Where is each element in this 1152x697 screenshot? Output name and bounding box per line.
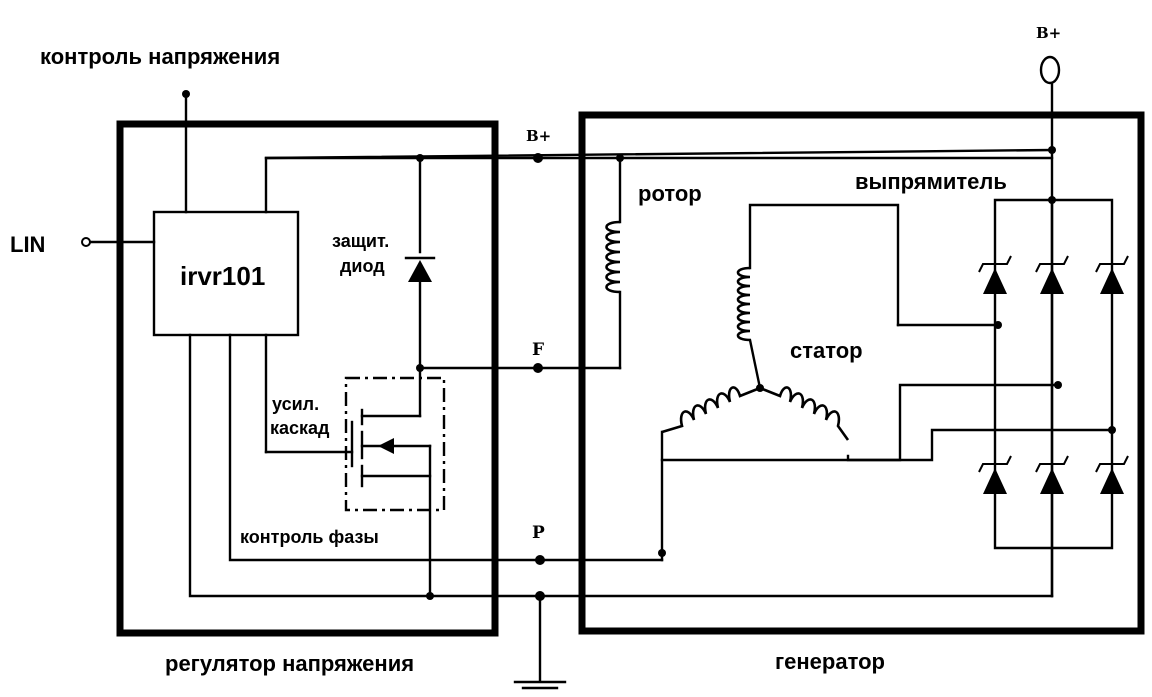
terminal-bplus-dot — [533, 153, 543, 163]
junction-dot — [658, 549, 666, 557]
generator-label: генератор — [775, 649, 885, 674]
rectifier-diode — [1035, 255, 1069, 294]
rectifier-diode — [1095, 255, 1129, 294]
junction-dot — [616, 154, 624, 162]
phase-control-label: контроль фазы — [240, 527, 379, 547]
rectifier-bridge — [993, 196, 1116, 550]
rectifier-diode — [978, 255, 1012, 294]
generator-box — [578, 111, 1145, 635]
protect-diode-label-1: защит. — [332, 231, 389, 251]
amp-stage-label-1: усил. — [272, 394, 319, 414]
rotor-label: ротор — [638, 181, 702, 206]
protective-diode — [404, 156, 436, 370]
protect-diode-label-2: диод — [340, 256, 385, 276]
phase-control-wire — [228, 333, 542, 562]
voltage-control-wire — [182, 90, 190, 214]
rectifier-diode — [978, 455, 1012, 494]
chip-label: irvr101 — [180, 261, 265, 291]
rotor-coil — [605, 156, 622, 370]
voltage-control-label: контроль напряжения — [40, 44, 280, 69]
junction-dot — [1048, 146, 1056, 154]
rectifier-diode — [1035, 455, 1069, 494]
regulator-box — [116, 120, 499, 637]
regulator-label: регулятор напряжения — [165, 651, 414, 676]
stator-windings — [660, 203, 1114, 562]
irvr101-chip — [152, 210, 300, 337]
ground-wire — [188, 333, 432, 598]
ground-symbol — [513, 594, 567, 690]
terminal-f-label: F — [532, 340, 544, 360]
amp-stage-label-2: каскад — [270, 418, 330, 438]
junction-dot — [416, 154, 424, 162]
rectifier-label: выпрямитель — [855, 169, 1007, 194]
lin-wire — [81, 237, 156, 247]
terminal-p-label: P — [532, 523, 545, 543]
terminal-bplus-top-label: B+ — [1036, 24, 1061, 42]
stator-label: статор — [790, 338, 863, 363]
amplifier-stage-mosfet — [264, 333, 446, 598]
lin-label: LIN — [10, 232, 45, 257]
terminal-f-dot — [533, 363, 543, 373]
bplus-output-terminal — [1039, 55, 1061, 598]
terminal-bplus-label: B+ — [526, 127, 551, 145]
rectifier-diode — [1095, 455, 1129, 494]
